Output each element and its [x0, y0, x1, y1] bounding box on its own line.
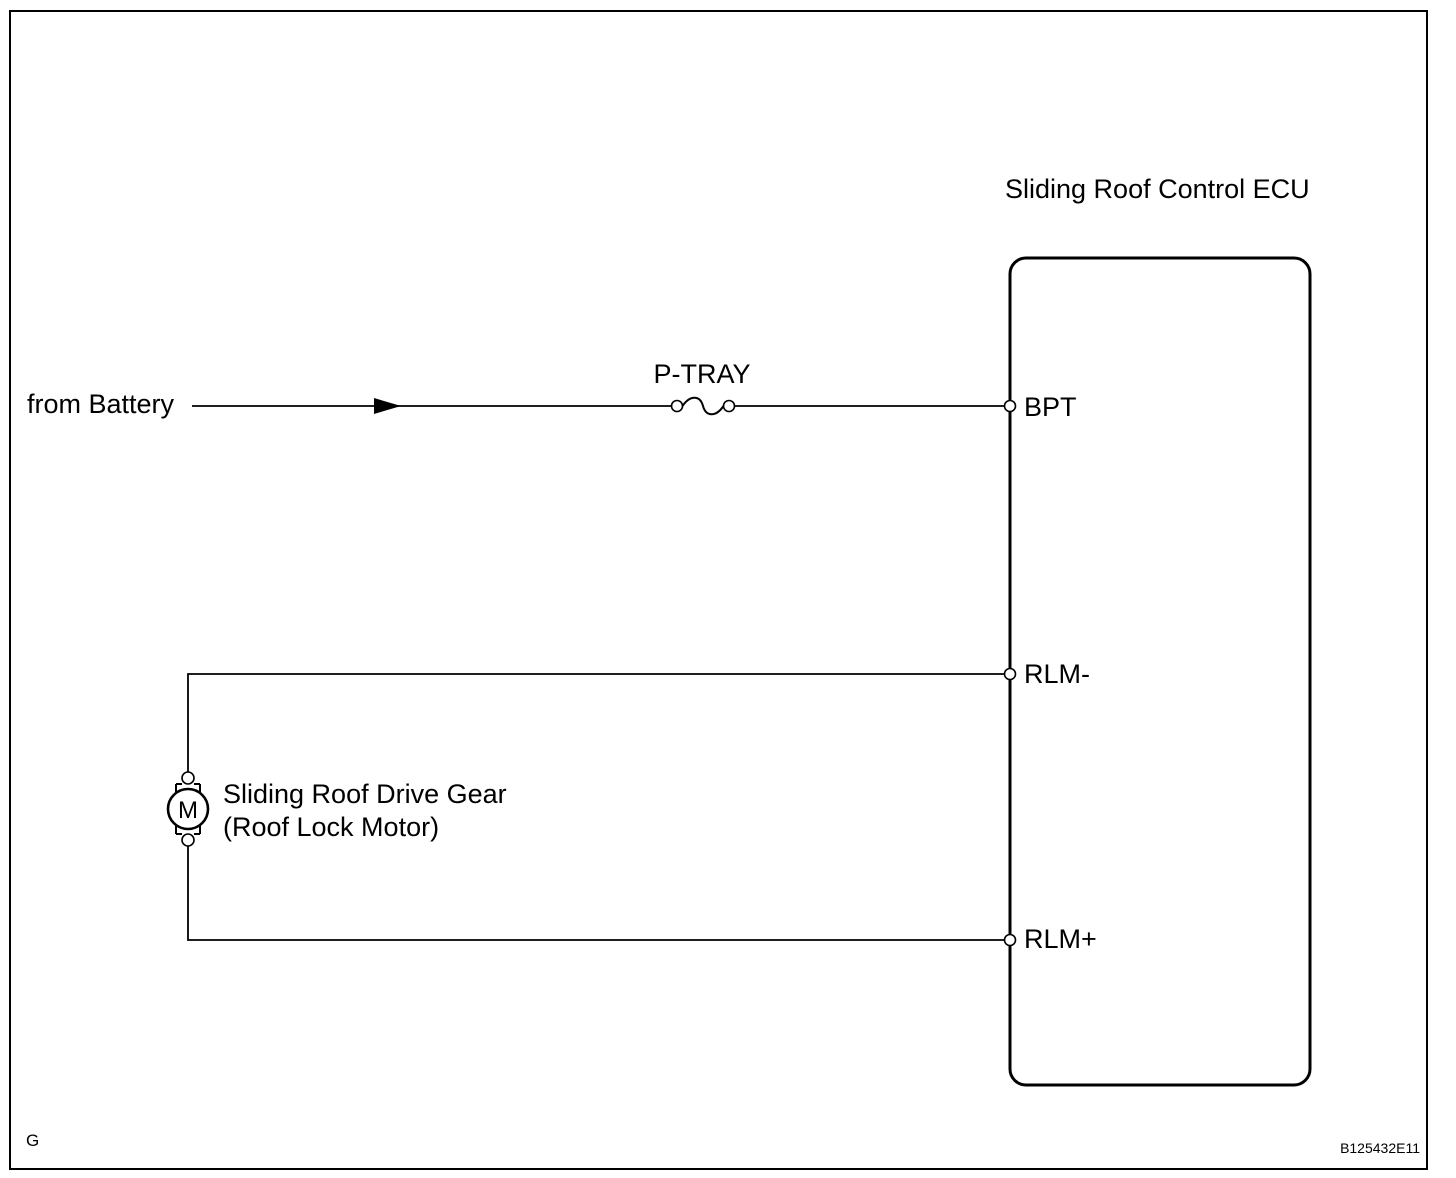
- motor-name-line2: (Roof Lock Motor): [223, 812, 439, 842]
- rlm-plus-terminal: [1003, 933, 1017, 947]
- motor-name-line1: Sliding Roof Drive Gear: [223, 779, 507, 809]
- current-direction-arrow: [374, 398, 401, 414]
- motor-icon: M: [166, 771, 210, 847]
- rlm-plus-label: RLM+: [1024, 924, 1097, 954]
- rlm-minus-label: RLM-: [1024, 659, 1090, 689]
- rlm-minus-terminal: [1003, 667, 1017, 681]
- bpt-terminal: [1003, 399, 1017, 413]
- battery-source-label: from Battery: [27, 389, 175, 419]
- rlm-plus-wire: [187, 846, 1005, 941]
- rlm-minus-wire: [187, 673, 1005, 772]
- fuse-icon: [670, 396, 736, 416]
- diagram-frame: [9, 10, 1428, 1170]
- fuse-label: P-TRAY: [653, 359, 750, 389]
- corner-code: G: [26, 1131, 39, 1150]
- figure-id: B125432E11: [1340, 1140, 1420, 1156]
- motor-symbol-letter: M: [178, 797, 198, 824]
- ecu-title: Sliding Roof Control ECU: [1005, 174, 1310, 204]
- bpt-label: BPT: [1024, 392, 1077, 422]
